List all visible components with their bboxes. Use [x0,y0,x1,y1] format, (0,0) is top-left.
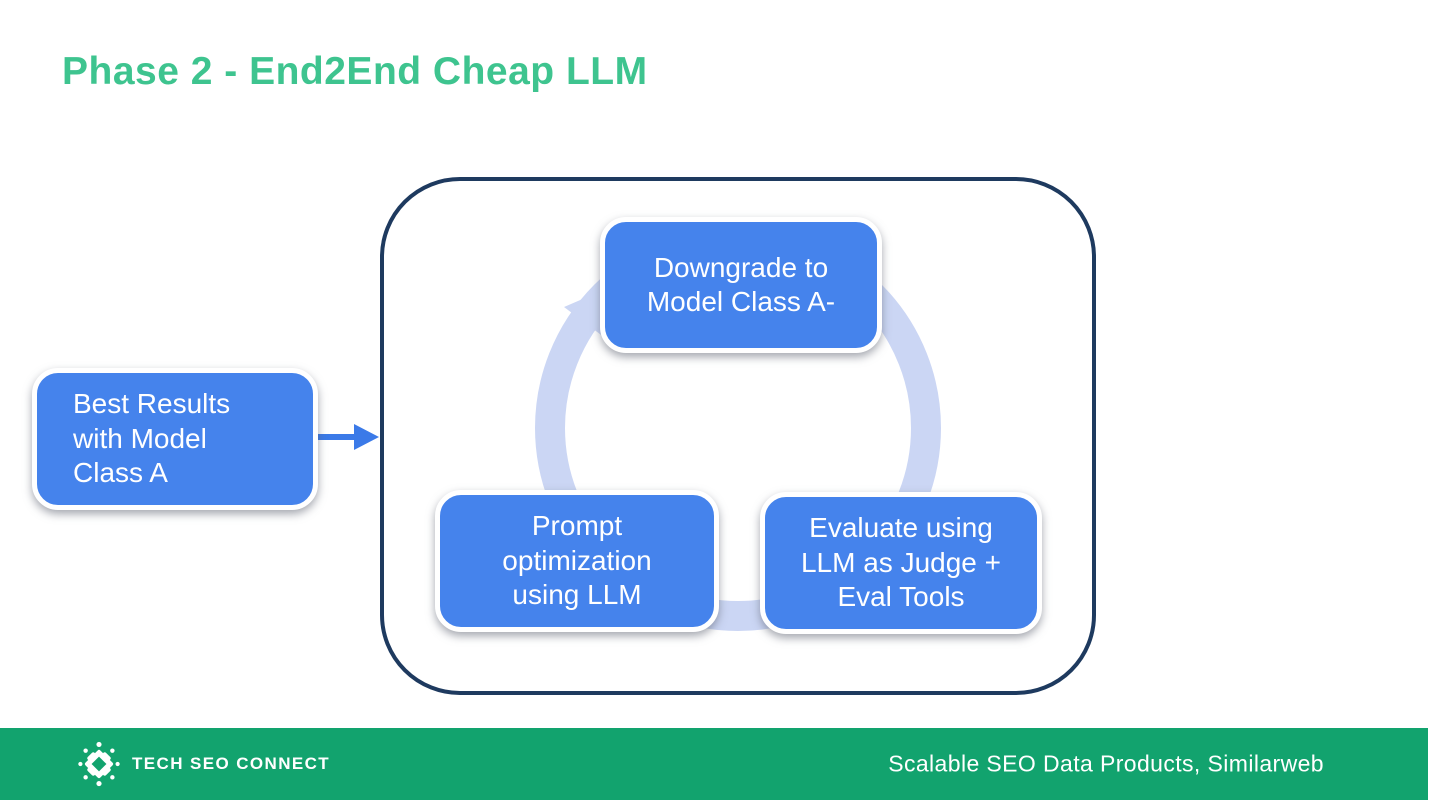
flow-arrow-icon [314,424,379,450]
cycle-step-downgrade: Downgrade to Model Class A- [600,217,882,353]
footer-credit: Scalable SEO Data Products, Similarweb [888,750,1324,777]
cycle-step-label: Prompt optimization using LLM [502,510,652,611]
brand-name: TECH SEO CONNECT [132,754,331,773]
brand: TECH SEO CONNECT [78,740,330,788]
page-title: Phase 2 - End2End Cheap LLM [62,50,648,93]
input-box-label: Best Results with Model Class A [73,388,231,489]
footer-bar: TECH SEO CONNECT Scalable SEO Data Produ… [0,728,1428,800]
cycle-step-prompt-optimization: Prompt optimization using LLM [435,490,719,632]
cycle-step-evaluate: Evaluate using LLM as Judge + Eval Tools [760,492,1042,634]
cycle-step-label: Evaluate using LLM as Judge + Eval Tools [800,512,1002,613]
input-box-best-results: Best Results with Model Class A [32,368,318,510]
gear-flower-icon [78,741,120,787]
cycle-step-label: Downgrade to Model Class A- [646,251,836,317]
